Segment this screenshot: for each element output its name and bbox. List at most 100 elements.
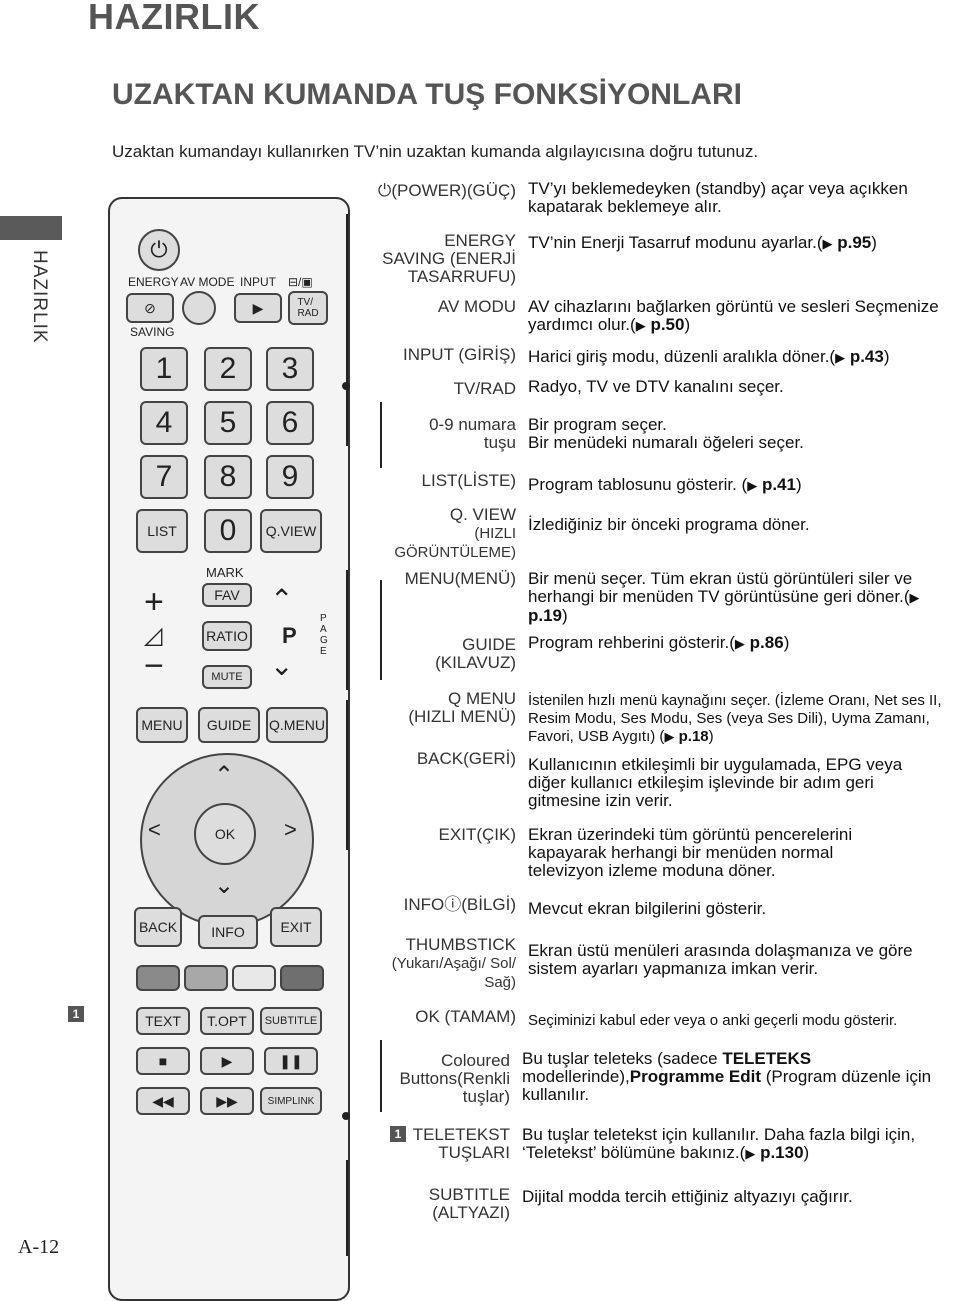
desc-teletext: Bu tuşlar teletekst için kullanılır. Dah… bbox=[522, 1125, 916, 1162]
info-icon: ⓘ bbox=[444, 895, 462, 914]
channel-down-icon: ⌄ bbox=[270, 650, 294, 681]
mute-button: MUTE bbox=[202, 665, 252, 689]
desc-ok: Seçiminizi kabul eder veya o anki geçerl… bbox=[528, 1012, 898, 1029]
desc-subtitle: Dijital modda tercih ettiğiniz altyazıyı… bbox=[522, 1187, 853, 1206]
list-button: LIST bbox=[136, 509, 188, 553]
play-button: ▶ bbox=[200, 1047, 254, 1075]
yellow-button bbox=[232, 965, 276, 991]
connector-line bbox=[346, 214, 348, 446]
label-ok: OK (TAMAM) bbox=[415, 1007, 516, 1026]
desc-energy-saving: TV’nin Enerji Tasarruf modunu ayarlar.(▶… bbox=[528, 233, 877, 252]
desc-exit: Ekran üzerindeki tüm görüntü pencereleri… bbox=[528, 825, 853, 880]
power-icon: ⏻ bbox=[377, 181, 392, 200]
page-label: P A G E bbox=[320, 613, 328, 657]
connector-dot bbox=[342, 382, 350, 390]
energy-saving-button: ⊘ bbox=[126, 293, 174, 323]
simplink-button: SIMPLINK bbox=[260, 1087, 322, 1115]
topt-button: T.OPT bbox=[200, 1007, 254, 1035]
label-qview: Q. VIEW(HIZLI GÖRÜNTÜLEME) bbox=[394, 505, 516, 562]
page-number: A-12 bbox=[18, 1236, 60, 1258]
text-button: TEXT bbox=[136, 1007, 190, 1035]
section-title: HAZIRLIK bbox=[88, 0, 260, 37]
connector-line bbox=[346, 1160, 348, 1256]
info-button: INFO bbox=[198, 915, 258, 949]
input-label: INPUT bbox=[240, 275, 276, 289]
arrow-right-icon: > bbox=[284, 817, 297, 842]
ratio-button: RATIO bbox=[202, 621, 252, 651]
desc-guide: Program rehberini gösterir.(▶ p.86) bbox=[528, 633, 790, 652]
digit-7-button: 7 bbox=[140, 455, 188, 499]
digit-1-button: 1 bbox=[140, 347, 188, 391]
menu-button: MENU bbox=[136, 707, 188, 743]
connector-line bbox=[380, 402, 382, 468]
av-mode-button bbox=[182, 291, 216, 325]
blue-button bbox=[280, 965, 324, 991]
volume-down-icon: − bbox=[144, 647, 164, 685]
desc-av-mode: AV cihazlarını bağlarken görüntü ve sesl… bbox=[528, 297, 939, 334]
exit-button: EXIT bbox=[270, 907, 322, 947]
digit-3-button: 3 bbox=[266, 347, 314, 391]
digit-2-button: 2 bbox=[204, 347, 252, 391]
desc-qmenu: İstenilen hızlı menü kaynağını seçer. (İ… bbox=[528, 692, 942, 745]
qview-button: Q.VIEW bbox=[260, 509, 322, 553]
digit-9-button: 9 bbox=[266, 455, 314, 499]
arrow-down-icon: ⌄ bbox=[214, 872, 235, 899]
marker-1: 1 bbox=[68, 1006, 84, 1022]
input-button: ▶ bbox=[234, 293, 282, 323]
desc-list: Program tablosunu gösterir. (▶ p.41) bbox=[528, 475, 802, 494]
side-tab-label: HAZIRLIK bbox=[29, 250, 50, 344]
remote-control-illustration: ⏻ ENERGY AV MODE INPUT ⊟/▣ ⊘ ▶ TV/ RAD S… bbox=[108, 197, 350, 1301]
desc-tv-rad: Radyo, TV ve DTV kanalını seçer. bbox=[528, 377, 784, 396]
digit-4-button: 4 bbox=[140, 401, 188, 445]
digit-6-button: 6 bbox=[266, 401, 314, 445]
volume-ramp-icon: ◿ bbox=[144, 622, 163, 649]
back-button: BACK bbox=[134, 907, 182, 947]
connector-dot bbox=[342, 1112, 350, 1120]
power-icon: ⏻ bbox=[138, 229, 180, 271]
label-coloured-buttons: Coloured Buttons(Renkli tuşlar) bbox=[399, 1051, 510, 1106]
digit-8-button: 8 bbox=[204, 455, 252, 499]
saving-label: SAVING bbox=[130, 325, 175, 339]
label-thumbstick: THUMBSTICK(Yukarı/Aşağı/ Sol/ Sağ) bbox=[391, 935, 516, 992]
label-guide: GUIDE (KILAVUZ) bbox=[435, 635, 516, 672]
energy-label: ENERGY bbox=[128, 275, 179, 289]
label-exit: EXIT(ÇIK) bbox=[438, 825, 516, 844]
pause-button: ❚❚ bbox=[264, 1047, 318, 1075]
volume-up-icon: + bbox=[144, 583, 164, 621]
desc-power: TV’yı beklemedeyken (standby) açar veya … bbox=[528, 179, 908, 216]
intro-text: Uzaktan kumandayı kullanırken TV’nin uza… bbox=[112, 142, 759, 161]
rewind-button: ◀◀ bbox=[136, 1087, 190, 1115]
label-back: BACK(GERİ) bbox=[416, 749, 516, 768]
label-energy-saving: ENERGY SAVING (ENERJİ TASARRUFU) bbox=[382, 231, 516, 286]
label-menu: MENU(MENÜ) bbox=[404, 569, 516, 588]
label-list: LIST(LİSTE) bbox=[421, 471, 516, 490]
channel-p-label: P bbox=[282, 623, 297, 648]
desc-thumbstick: Ekran üstü menüleri arasında dolaşmanıza… bbox=[528, 941, 913, 978]
red-button bbox=[136, 965, 180, 991]
connector-line bbox=[346, 570, 348, 690]
desc-back: Kullanıcının etkileşimli bir uygulamada,… bbox=[528, 755, 903, 810]
desc-input: Harici giriş modu, düzenli aralıkla döne… bbox=[528, 347, 890, 366]
digit-5-button: 5 bbox=[204, 401, 252, 445]
label-subtitle: SUBTITLE (ALTYAZI) bbox=[428, 1185, 510, 1222]
desc-coloured-buttons: Bu tuşlar teleteks (sadece TELETEKS mode… bbox=[522, 1049, 932, 1104]
green-button bbox=[184, 965, 228, 991]
label-qmenu: Q MENU (HIZLI MENÜ) bbox=[408, 689, 516, 726]
guide-button: GUIDE bbox=[198, 707, 260, 743]
mark-label: MARK bbox=[206, 565, 244, 580]
side-tab-bar bbox=[0, 216, 62, 240]
connector-line bbox=[380, 1040, 382, 1112]
label-info: INFOⓘ(BİLGİ) bbox=[403, 895, 516, 914]
label-tv-rad: TV/RAD bbox=[453, 379, 516, 398]
tv-rad-button: TV/ RAD bbox=[288, 291, 328, 325]
arrow-left-icon: < bbox=[148, 817, 161, 842]
desc-qview: İzlediğiniz bir önceki programa döner. bbox=[528, 515, 810, 534]
digit-0-button: 0 bbox=[204, 509, 252, 553]
desc-digits: Bir program seçer.Bir menüdeki numaralı … bbox=[528, 415, 804, 452]
text-mode-label: ⊟/▣ bbox=[288, 275, 313, 289]
connector-line bbox=[346, 700, 348, 850]
teletext-marker: 1 bbox=[390, 1126, 406, 1142]
label-av-mode: AV MODU bbox=[437, 297, 516, 316]
label-input: INPUT (GİRİŞ) bbox=[402, 345, 516, 364]
qmenu-button: Q.MENU bbox=[266, 707, 328, 743]
